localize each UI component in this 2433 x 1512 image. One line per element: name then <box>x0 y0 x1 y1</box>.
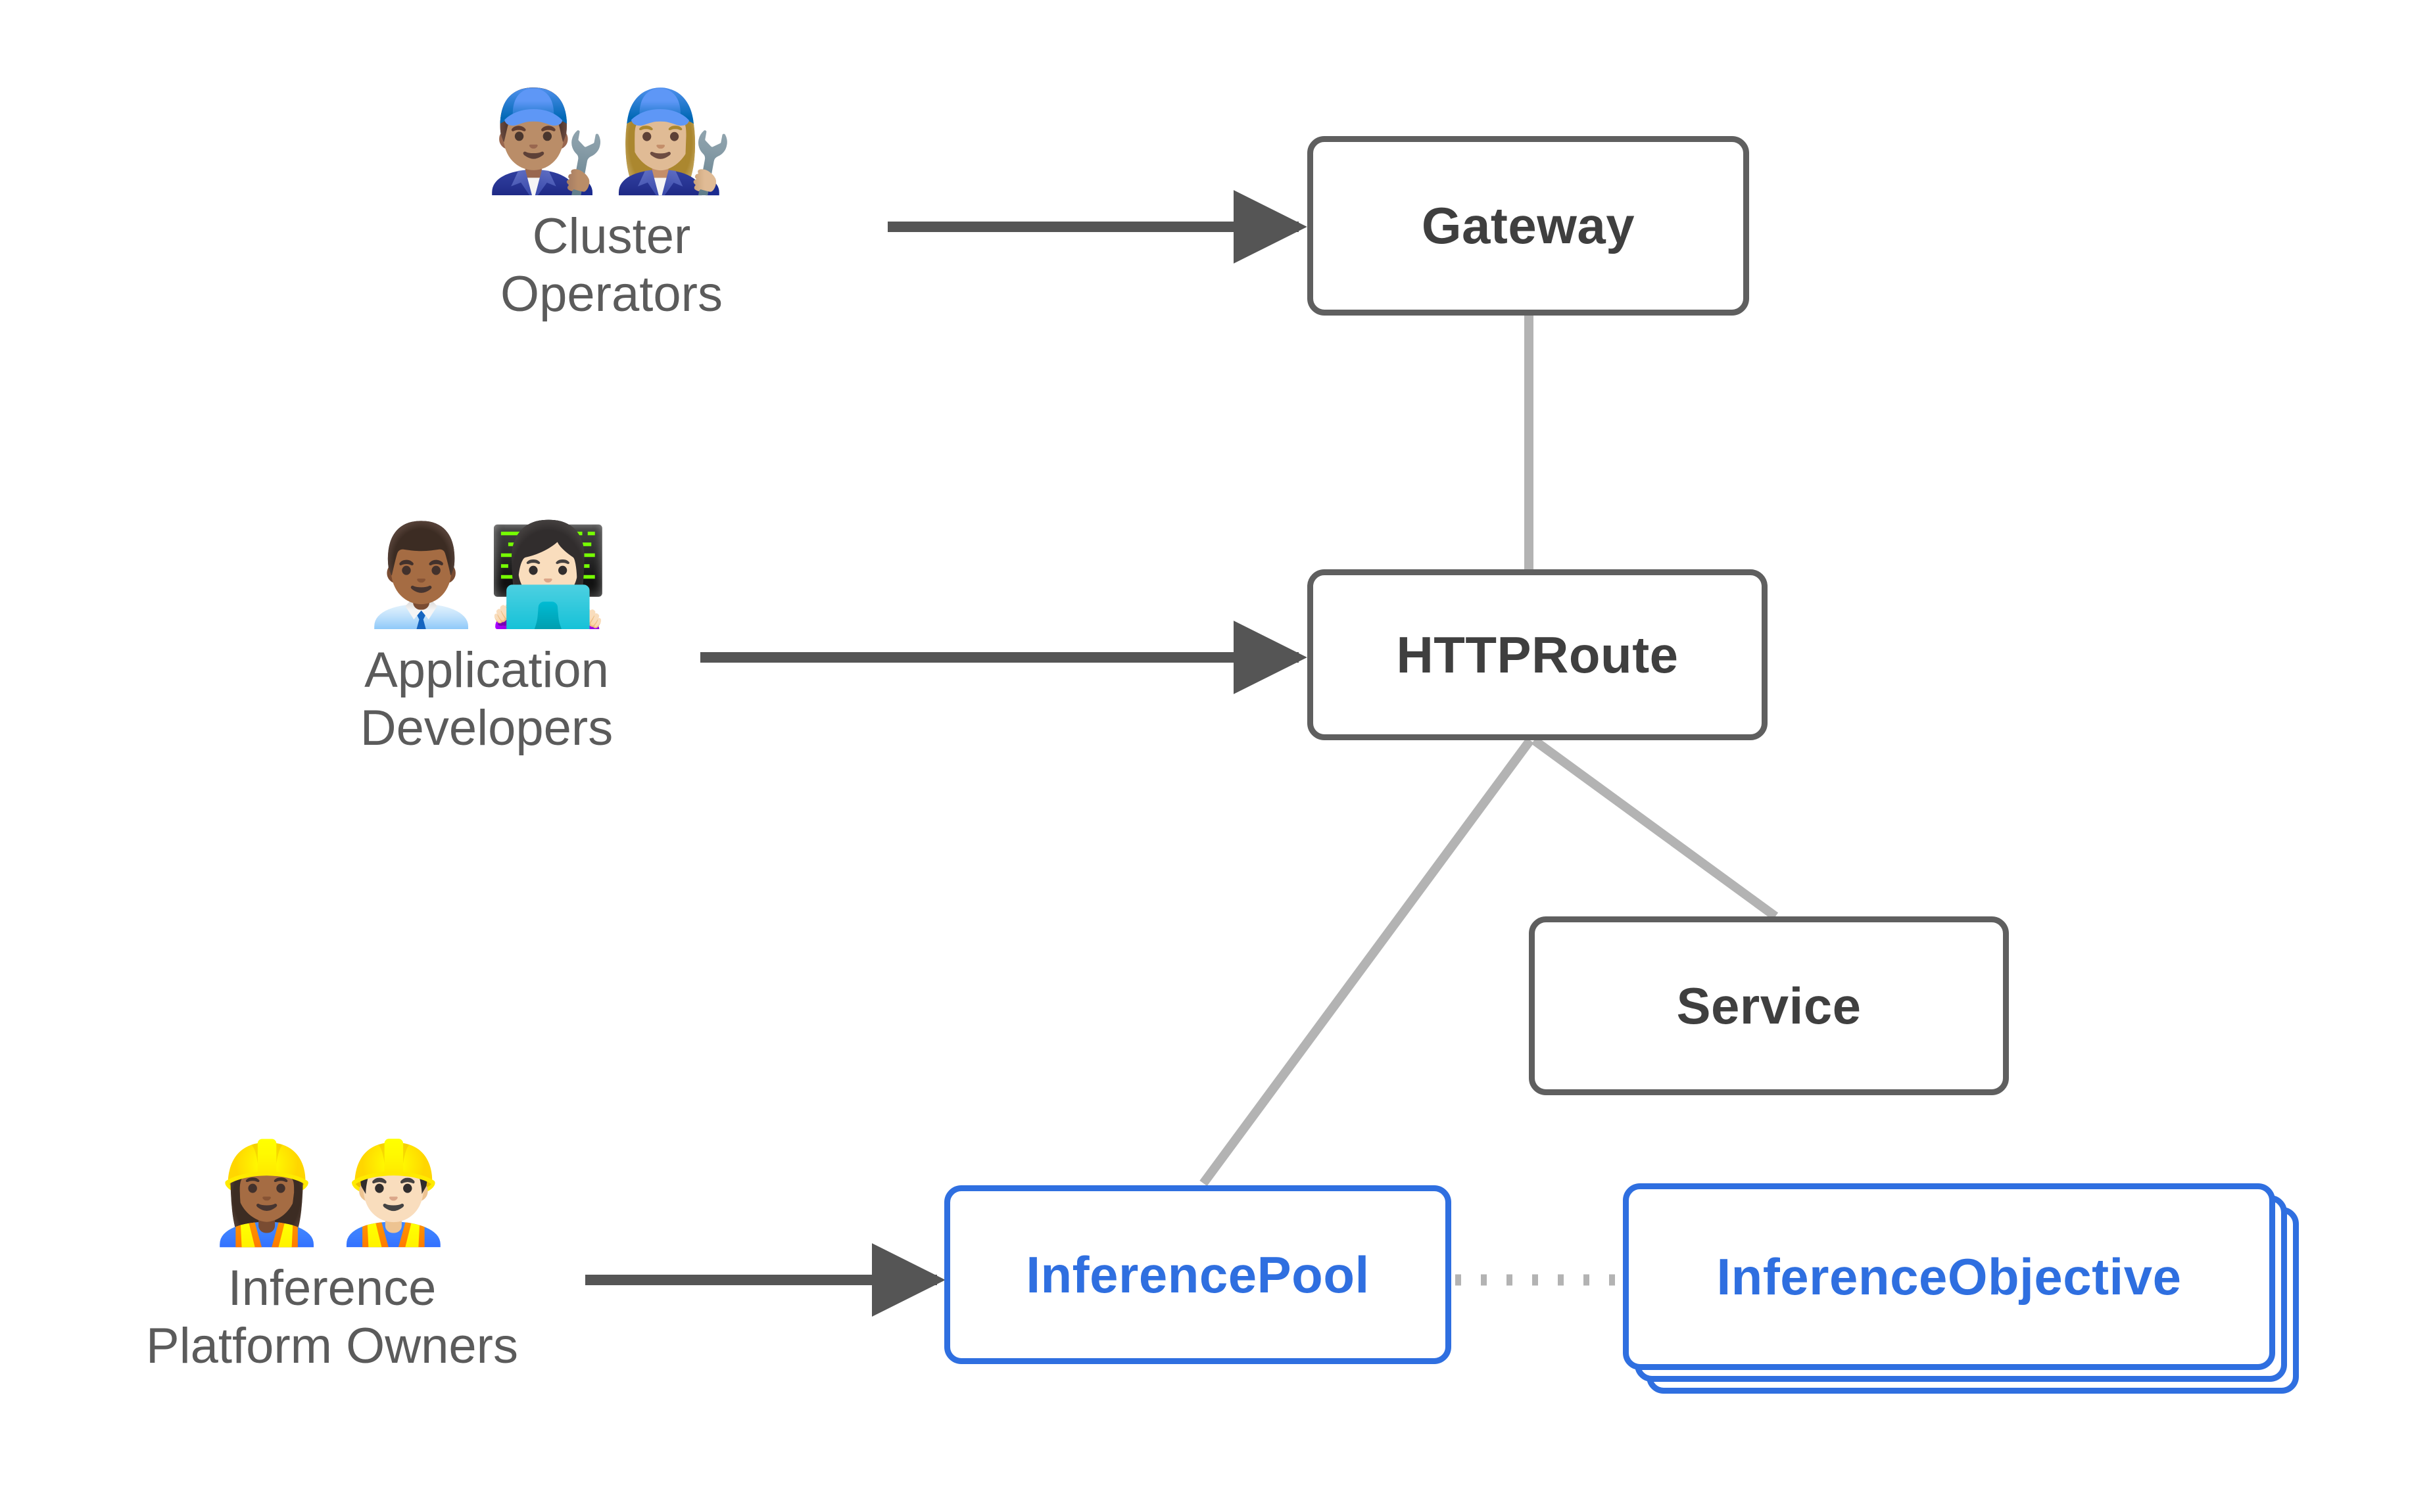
application-developers-label: Application Developers <box>360 642 614 757</box>
connector-httproute-service <box>1531 736 1779 920</box>
node-inferencepool-label: InferencePool <box>1026 1245 1370 1304</box>
cluster-operators-label: Cluster Operators <box>500 208 723 323</box>
node-inferenceobjective-label: InferenceObjective <box>1716 1247 2182 1306</box>
node-inferenceobjective-stack[interactable]: InferenceObjective <box>1623 1183 2307 1400</box>
inference-platform-owners-emoji-icon: 👷🏾‍♀️👷🏻‍♂️ <box>205 1136 459 1250</box>
node-inferencepool[interactable]: InferencePool <box>944 1185 1451 1364</box>
persona-inference-platform-owners: 👷🏾‍♀️👷🏻‍♂️ Inference Platform Owners <box>72 1144 592 1375</box>
application-developers-emoji-icon: 👨🏾‍💼👩🏻‍💻 <box>360 518 614 632</box>
node-inferenceobjective[interactable]: InferenceObjective <box>1623 1183 2275 1370</box>
connector-httproute-inferencepool <box>1199 737 1534 1187</box>
persona-cluster-operators: 👨🏽‍🔧👩🏼‍🔧 Cluster Operators <box>395 92 829 323</box>
node-gateway-label: Gateway <box>1421 197 1635 254</box>
node-service-label: Service <box>1676 976 1862 1035</box>
inference-platform-owners-label: Inference Platform Owners <box>146 1260 518 1375</box>
node-gateway[interactable]: Gateway <box>1307 136 1749 316</box>
node-httproute[interactable]: HTTPRoute <box>1307 569 1768 740</box>
node-service[interactable]: Service <box>1529 916 2009 1095</box>
node-httproute-label: HTTPRoute <box>1396 625 1679 684</box>
persona-application-developers: 👨🏾‍💼👩🏻‍💻 Application Developers <box>250 526 723 757</box>
cluster-operators-emoji-icon: 👨🏽‍🔧👩🏼‍🔧 <box>485 84 738 199</box>
